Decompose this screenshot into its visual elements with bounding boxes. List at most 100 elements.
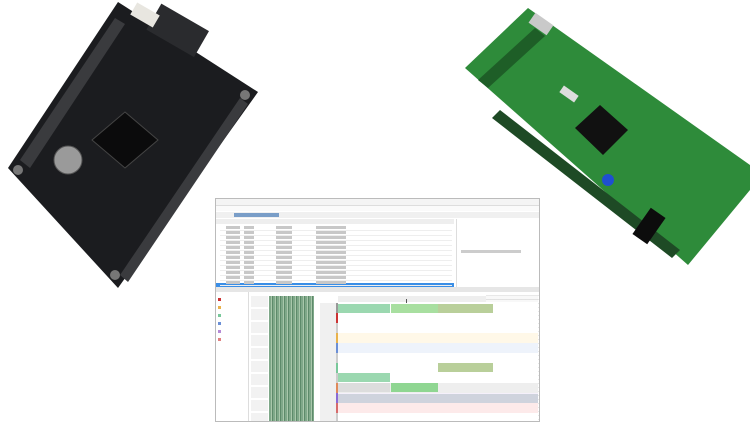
lane-label bbox=[320, 373, 338, 385]
timeline-interval[interactable] bbox=[338, 373, 390, 382]
legend-swatch bbox=[218, 322, 221, 325]
timeline-ruler bbox=[338, 296, 538, 302]
table-cell bbox=[276, 231, 292, 234]
table-row[interactable] bbox=[220, 265, 452, 271]
table-cell bbox=[276, 241, 292, 244]
table-cell bbox=[276, 251, 292, 254]
table-cell bbox=[226, 241, 240, 244]
table-row[interactable] bbox=[220, 235, 452, 241]
scrollbar[interactable] bbox=[461, 250, 521, 253]
timeline-lane bbox=[338, 333, 538, 345]
timeline-lane bbox=[338, 323, 538, 335]
table-cell bbox=[276, 271, 292, 274]
st-logo bbox=[680, 45, 690, 54]
timeline-interval[interactable] bbox=[391, 304, 438, 313]
table-cell bbox=[226, 256, 240, 259]
table-cell bbox=[226, 251, 240, 254]
table-cell bbox=[244, 266, 254, 269]
timeline-interval[interactable] bbox=[438, 363, 493, 372]
timeline-interval[interactable] bbox=[338, 304, 390, 313]
table-cell bbox=[316, 231, 346, 234]
table-cell bbox=[316, 281, 346, 284]
table-cell bbox=[316, 266, 346, 269]
trace-overview-band bbox=[269, 296, 314, 421]
table-cell bbox=[226, 266, 240, 269]
table-cell bbox=[244, 281, 254, 284]
timeline-interval[interactable] bbox=[438, 304, 493, 313]
green-board-mcu-chip bbox=[575, 105, 628, 155]
lane-label bbox=[320, 353, 338, 365]
mounting-hole bbox=[110, 270, 120, 280]
lane-label bbox=[320, 313, 338, 325]
menu-bar bbox=[216, 206, 539, 211]
table-row[interactable] bbox=[220, 255, 452, 261]
legend-panel bbox=[216, 292, 249, 421]
legend-swatch bbox=[218, 298, 221, 301]
table-cell bbox=[316, 246, 346, 249]
timeline-interval[interactable] bbox=[391, 383, 438, 392]
table-cell bbox=[244, 271, 254, 274]
timeline-lane bbox=[338, 403, 538, 415]
timeline-lane bbox=[338, 343, 538, 355]
timeline-interval[interactable] bbox=[338, 383, 390, 392]
timeline-lane bbox=[338, 413, 538, 421]
table-row[interactable] bbox=[220, 270, 452, 276]
table-row[interactable] bbox=[220, 250, 452, 256]
table-row[interactable] bbox=[220, 245, 452, 251]
properties-panel-top bbox=[456, 219, 539, 287]
table-row[interactable] bbox=[220, 225, 452, 231]
table-cell bbox=[316, 271, 346, 274]
legend-swatch bbox=[218, 314, 221, 317]
table-cell bbox=[244, 241, 254, 244]
table-cell bbox=[244, 231, 254, 234]
table-cell bbox=[316, 276, 346, 279]
black-board-connector bbox=[146, 3, 209, 58]
table-cell bbox=[244, 226, 254, 229]
lane-label bbox=[320, 303, 338, 315]
timeline-lane bbox=[338, 353, 538, 365]
table-cell bbox=[276, 266, 292, 269]
table-cell bbox=[226, 271, 240, 274]
table-row[interactable] bbox=[220, 275, 452, 281]
table-header bbox=[216, 219, 454, 224]
table-cell bbox=[244, 276, 254, 279]
table-cell bbox=[316, 251, 346, 254]
timeline-interval[interactable] bbox=[338, 394, 538, 403]
table-row[interactable] bbox=[220, 230, 452, 236]
lane-label bbox=[320, 403, 338, 415]
event-table bbox=[216, 219, 454, 285]
title-bar bbox=[216, 199, 539, 206]
lane-label bbox=[320, 383, 338, 395]
lane-label bbox=[320, 323, 338, 335]
usb-connector bbox=[528, 12, 554, 36]
table-cell bbox=[244, 236, 254, 239]
table-row[interactable] bbox=[220, 240, 452, 246]
mounting-hole bbox=[240, 90, 250, 100]
black-board-pin-header bbox=[20, 18, 125, 168]
table-cell bbox=[276, 236, 292, 239]
lane-label bbox=[320, 413, 338, 421]
table-cell bbox=[316, 236, 346, 239]
audio-jack bbox=[632, 207, 666, 245]
table-cell bbox=[276, 281, 292, 284]
table-row[interactable] bbox=[220, 280, 452, 286]
table-cell bbox=[276, 226, 292, 229]
green-board-pin-header-2 bbox=[492, 110, 680, 258]
black-board-white-connector bbox=[130, 2, 160, 28]
trace-analyzer-screenshot bbox=[215, 198, 540, 422]
table-cell bbox=[244, 251, 254, 254]
table-cell bbox=[276, 261, 292, 264]
toolbar bbox=[216, 212, 539, 218]
table-cell bbox=[226, 246, 240, 249]
crystal bbox=[559, 85, 579, 103]
green-board-pin-header bbox=[478, 28, 545, 88]
toolbar-icons bbox=[234, 213, 279, 217]
table-cell bbox=[276, 256, 292, 259]
table-row[interactable] bbox=[220, 260, 452, 266]
overview-labels bbox=[251, 296, 268, 421]
mounting-hole bbox=[13, 165, 23, 175]
panel-headers bbox=[216, 287, 539, 292]
table-cell bbox=[316, 256, 346, 259]
